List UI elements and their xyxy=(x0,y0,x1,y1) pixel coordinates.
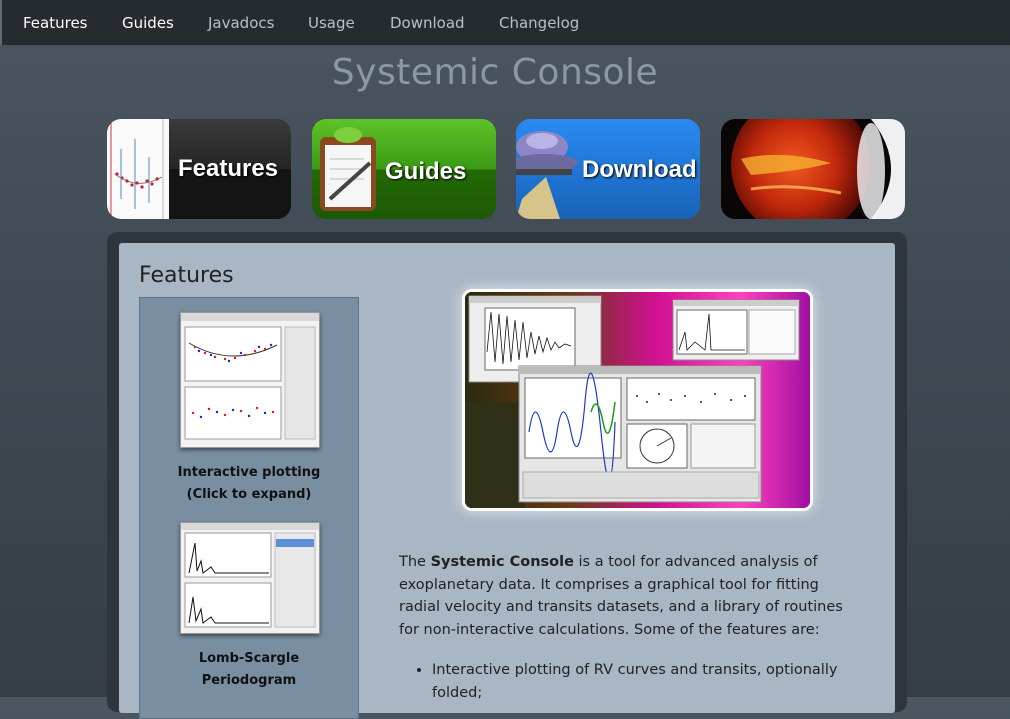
download-tile-label: Download xyxy=(582,156,697,183)
spaceship-icon xyxy=(516,131,578,219)
features-tile[interactable]: Features xyxy=(107,119,291,219)
nav-download[interactable]: Download xyxy=(390,14,465,32)
interactive-plotting-subcaption[interactable]: (Click to expand) xyxy=(186,487,312,502)
guides-tile-label: Guides xyxy=(385,158,467,185)
exoplanet-image xyxy=(731,119,905,219)
page-title: Systemic Console xyxy=(331,52,659,93)
planet-tile[interactable] xyxy=(721,119,905,219)
intro-product-name: Systemic Console xyxy=(430,554,574,570)
feature-list: Interactive plotting of RV curves and tr… xyxy=(399,659,859,704)
features-panel: Features xyxy=(119,243,895,719)
download-tile[interactable]: Download xyxy=(516,119,700,219)
periodogram-thumbnail-image xyxy=(181,523,319,628)
clipboard-icon xyxy=(320,127,376,211)
intro-post: is a tool for advanced analysis of exopl… xyxy=(399,554,843,638)
interactive-plotting-caption[interactable]: Interactive plotting xyxy=(177,465,321,480)
nav-guides[interactable]: Guides xyxy=(122,14,174,32)
list-item: Interactive plotting of RV curves and tr… xyxy=(432,659,859,704)
nav-javadocs[interactable]: Javadocs xyxy=(208,14,275,32)
features-tile-label: Features xyxy=(178,155,279,182)
periodogram-caption-line2[interactable]: Periodogram xyxy=(201,673,297,688)
intro-text: The Systemic Console is a tool for advan… xyxy=(399,551,859,704)
console-screenshot[interactable] xyxy=(462,289,813,511)
section-heading: Features xyxy=(139,263,234,288)
rv-plot-thumbnail-image xyxy=(181,313,319,440)
nav-changelog[interactable]: Changelog xyxy=(499,14,580,32)
interactive-plotting-thumbnail[interactable] xyxy=(180,312,320,448)
feature-sidebar: Interactive plotting (Click to expand) L… xyxy=(139,297,359,719)
nav-usage[interactable]: Usage xyxy=(308,14,355,32)
periodogram-caption-line1[interactable]: Lomb-Scargle xyxy=(198,651,300,666)
intro-pre: The xyxy=(399,554,431,570)
periodogram-thumbnail[interactable] xyxy=(180,522,320,634)
top-nav: Features Guides Javadocs Usage Download … xyxy=(0,0,1010,45)
console-screenshot-image xyxy=(465,292,810,508)
rv-plot-icon xyxy=(107,119,291,219)
guides-tile[interactable]: Guides xyxy=(312,119,496,219)
nav-features[interactable]: Features xyxy=(23,14,88,32)
